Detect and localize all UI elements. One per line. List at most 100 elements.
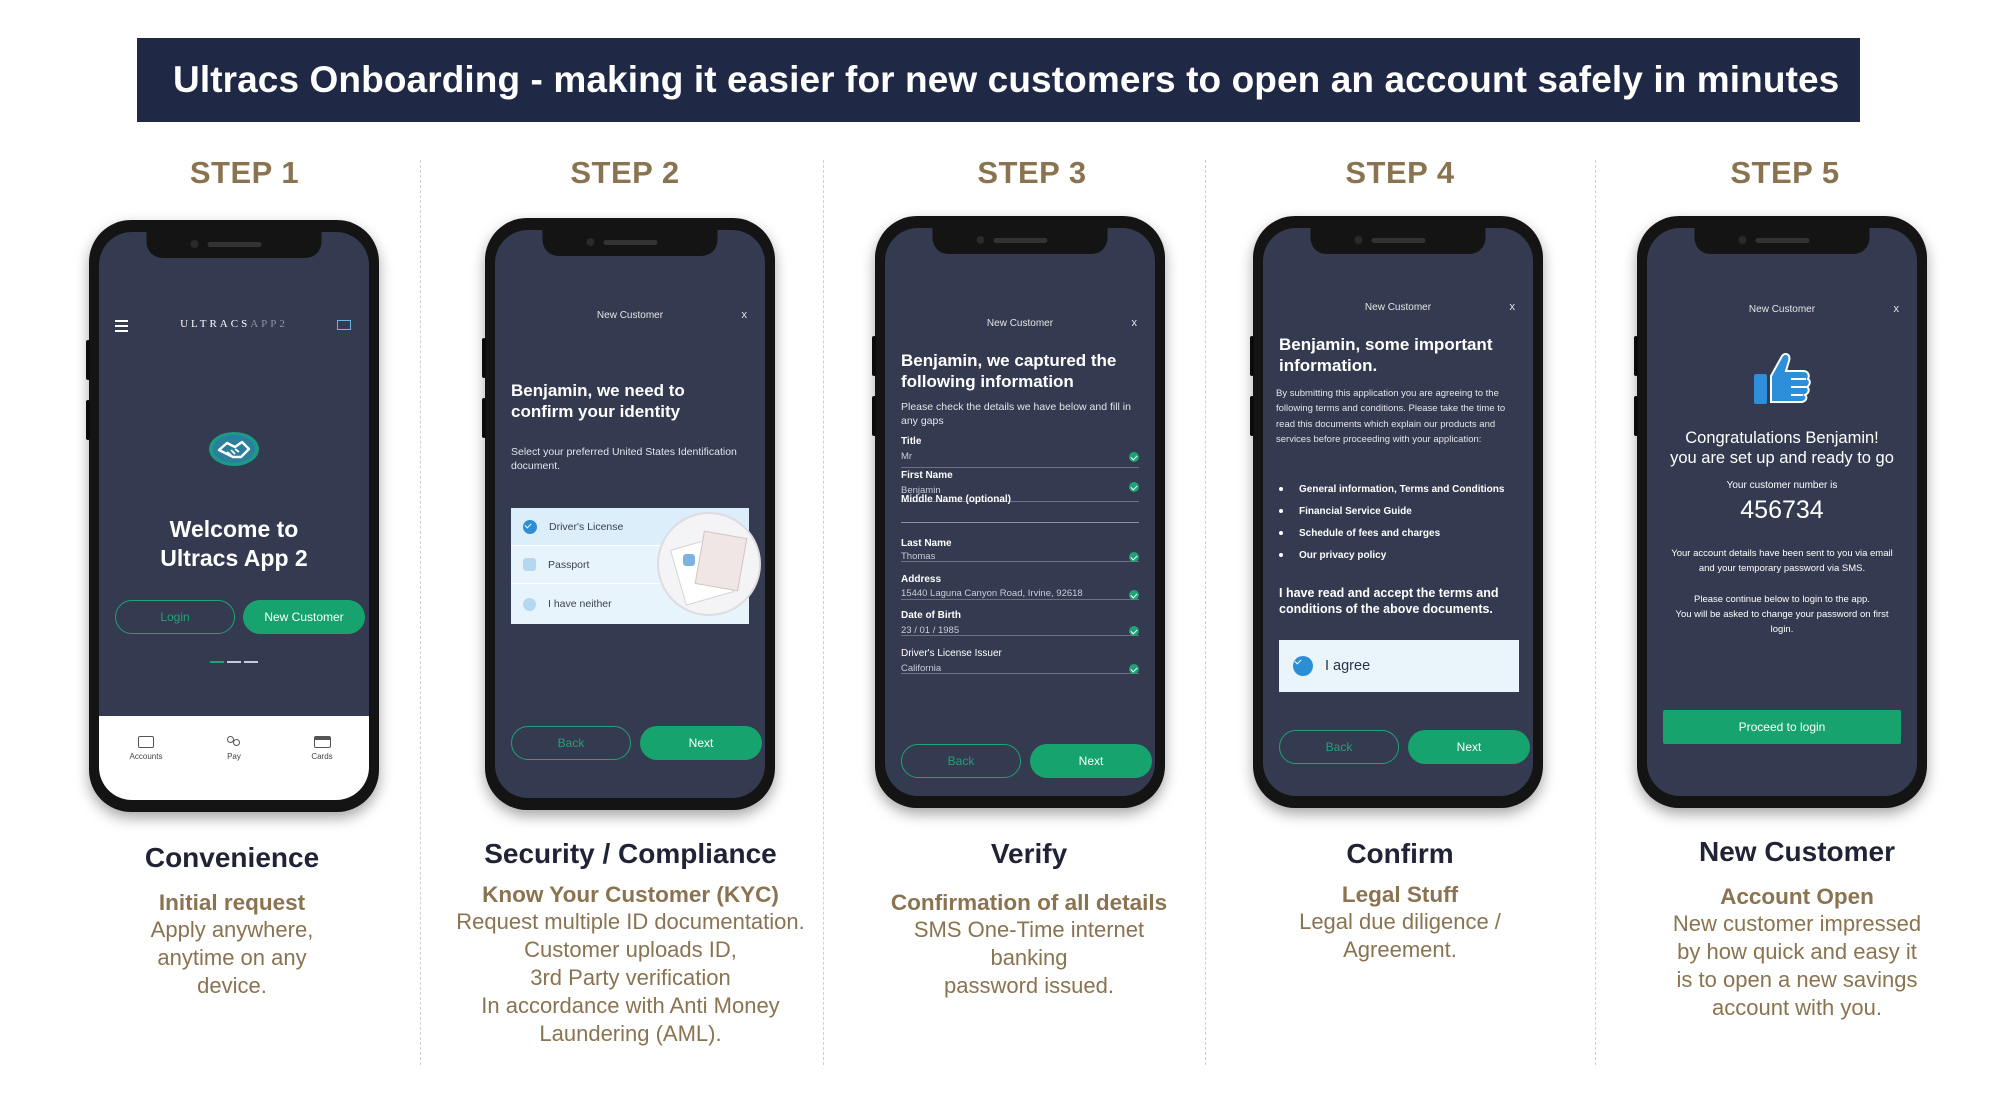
caption-body: Legal due diligence / Agreement. [1299, 909, 1501, 962]
terms-item-label: General information, Terms and Condition… [1299, 483, 1505, 495]
phone-mockup: New Customer x Benjamin, some important … [1250, 216, 1543, 808]
tab-label: Accounts [129, 752, 163, 761]
step-4-column: STEP 4 New Customer x Benjamin, some imp… [1215, 150, 1595, 1080]
next-button[interactable]: Next [1408, 730, 1530, 764]
back-button[interactable]: Back [1279, 730, 1399, 764]
terms-item[interactable]: Financial Service Guide [1279, 500, 1523, 522]
agree-label: I agree [1325, 658, 1371, 674]
proceed-to-login-button[interactable]: Proceed to login [1663, 710, 1901, 744]
back-button[interactable]: Back [511, 726, 631, 760]
step-caption: Security / Compliance Know Your Customer… [438, 838, 823, 1048]
agree-checkbox[interactable]: I agree [1279, 640, 1519, 692]
field-label: First Name [901, 470, 953, 481]
close-icon[interactable]: x [741, 309, 748, 321]
screen-header: New Customer [986, 318, 1054, 329]
congrats-message: Congratulations Benjamin! you are set up… [1670, 429, 1894, 467]
tab-cards[interactable]: Cards [299, 736, 345, 800]
next-button[interactable]: Next [1030, 744, 1152, 778]
tab-accounts[interactable]: Accounts [123, 736, 169, 800]
caption-subtitle: Account Open [1720, 884, 1874, 909]
brand-name: ULTRACS [180, 318, 251, 330]
screen-title: Benjamin, some important information. [1279, 335, 1493, 375]
field-label: Address [901, 574, 942, 585]
field-label: Driver's License Issuer [901, 648, 1002, 659]
option-label: Passport [548, 558, 590, 571]
handshake-icon [207, 430, 261, 468]
accounts-icon [138, 736, 154, 748]
terms-item-label: Our privacy policy [1299, 549, 1387, 561]
field-date-of-birth[interactable]: Date of Birth 23 / 01 / 1985 [901, 602, 1139, 636]
step-label: STEP 5 [1730, 155, 1840, 190]
screen-header: New Customer [1748, 304, 1816, 315]
field-address[interactable]: Address 15440 Laguna Canyon Road, Irvine… [901, 566, 1139, 600]
caption-subtitle: Initial request [158, 890, 306, 915]
field-license-issuer[interactable]: Driver's License Issuer California [901, 640, 1139, 674]
close-icon[interactable]: x [1893, 303, 1900, 315]
field-value: California [901, 663, 942, 674]
back-button[interactable]: Back [901, 744, 1021, 778]
verified-check-icon [1129, 482, 1139, 492]
close-icon[interactable]: x [1509, 301, 1516, 313]
field-value: 23 / 01 / 1985 [901, 625, 960, 636]
screen-instruction: Select your preferred United States Iden… [511, 446, 737, 472]
accept-text: I have read and accept the terms and con… [1279, 586, 1499, 616]
option-passport[interactable]: Passport [511, 546, 749, 584]
field-value: Thomas [901, 551, 936, 562]
terms-item[interactable]: Schedule of fees and charges [1279, 522, 1523, 544]
checkbox-checked-icon [1293, 656, 1313, 676]
phone-mockup: New Customer x Congratulations Benjamin!… [1634, 216, 1927, 808]
field-first-name[interactable]: First Name Benjamin [901, 468, 1139, 502]
new-customer-button[interactable]: New Customer [243, 600, 365, 634]
caption-title: New Customer [1698, 836, 1896, 867]
screen-title: Benjamin, we need to confirm your identi… [511, 381, 685, 421]
next-button[interactable]: Next [640, 726, 762, 760]
verified-check-icon [1129, 664, 1139, 674]
step-2-column: STEP 2 New Customer x Benjamin, we need … [440, 150, 820, 1080]
phone-mockup: New Customer x Benjamin, we need to conf… [482, 218, 775, 810]
terms-list: General information, Terms and Condition… [1279, 478, 1523, 566]
customer-number: 456734 [1740, 496, 1824, 524]
login-button[interactable]: Login [115, 600, 235, 634]
mail-icon[interactable] [337, 320, 351, 330]
field-label: Title [901, 436, 922, 447]
continue-text: Please continue below to login to the ap… [1675, 594, 1889, 635]
id-options-list: Driver's License Passport I have neither [511, 508, 761, 624]
verified-check-icon [1129, 552, 1139, 562]
selected-check-icon [523, 519, 537, 534]
step-divider [1595, 160, 1596, 1065]
terms-item[interactable]: Our privacy policy [1279, 544, 1523, 566]
step-label: STEP 2 [570, 155, 680, 190]
pay-icon [226, 736, 242, 748]
tab-pay[interactable]: Pay [211, 736, 257, 800]
step-caption: Confirm Legal Stuff Legal due diligence … [1235, 838, 1565, 964]
terms-item-label: Schedule of fees and charges [1299, 527, 1441, 539]
option-neither[interactable]: I have neither [511, 584, 749, 624]
verified-check-icon [1129, 590, 1139, 600]
caption-subtitle: Legal Stuff [1341, 882, 1459, 907]
field-title[interactable]: Title Mr [901, 434, 1139, 468]
banner-title: Ultracs Onboarding - making it easier fo… [173, 59, 1840, 100]
thumbs-up-icon [1751, 348, 1813, 410]
field-last-name[interactable]: Last Name Thomas [901, 528, 1139, 562]
terms-item-label: Financial Service Guide [1299, 505, 1412, 517]
option-label: I have neither [548, 598, 612, 610]
id-card-illustration [657, 512, 761, 616]
close-icon[interactable]: x [1131, 317, 1138, 329]
page-banner: Ultracs Onboarding - making it easier fo… [137, 38, 1860, 122]
field-middle-name[interactable]: Middle Name (optional) [901, 486, 1139, 530]
field-label: Middle Name (optional) [901, 494, 1011, 505]
field-underline [901, 522, 1139, 523]
account-details-text: Your account details have been sent to y… [1671, 548, 1893, 574]
caption-body: Apply anywhere, anytime on any device. [150, 917, 314, 998]
step-1-column: STEP 1 ULTRACSAPP2 [52, 150, 432, 1080]
step-label: STEP 4 [1345, 155, 1455, 190]
terms-item[interactable]: General information, Terms and Condition… [1279, 478, 1523, 500]
screen-header: New Customer [596, 310, 664, 321]
app-brand: ULTRACSAPP2 [99, 318, 369, 330]
screen-instruction: By submitting this application you are a… [1276, 388, 1506, 446]
step-divider [420, 160, 421, 1065]
caption-title: Confirm [1346, 838, 1454, 869]
hamburger-menu-icon[interactable] [115, 320, 128, 332]
caption-body: SMS One-Time internet banking password i… [913, 917, 1145, 998]
passport-icon [523, 558, 536, 571]
